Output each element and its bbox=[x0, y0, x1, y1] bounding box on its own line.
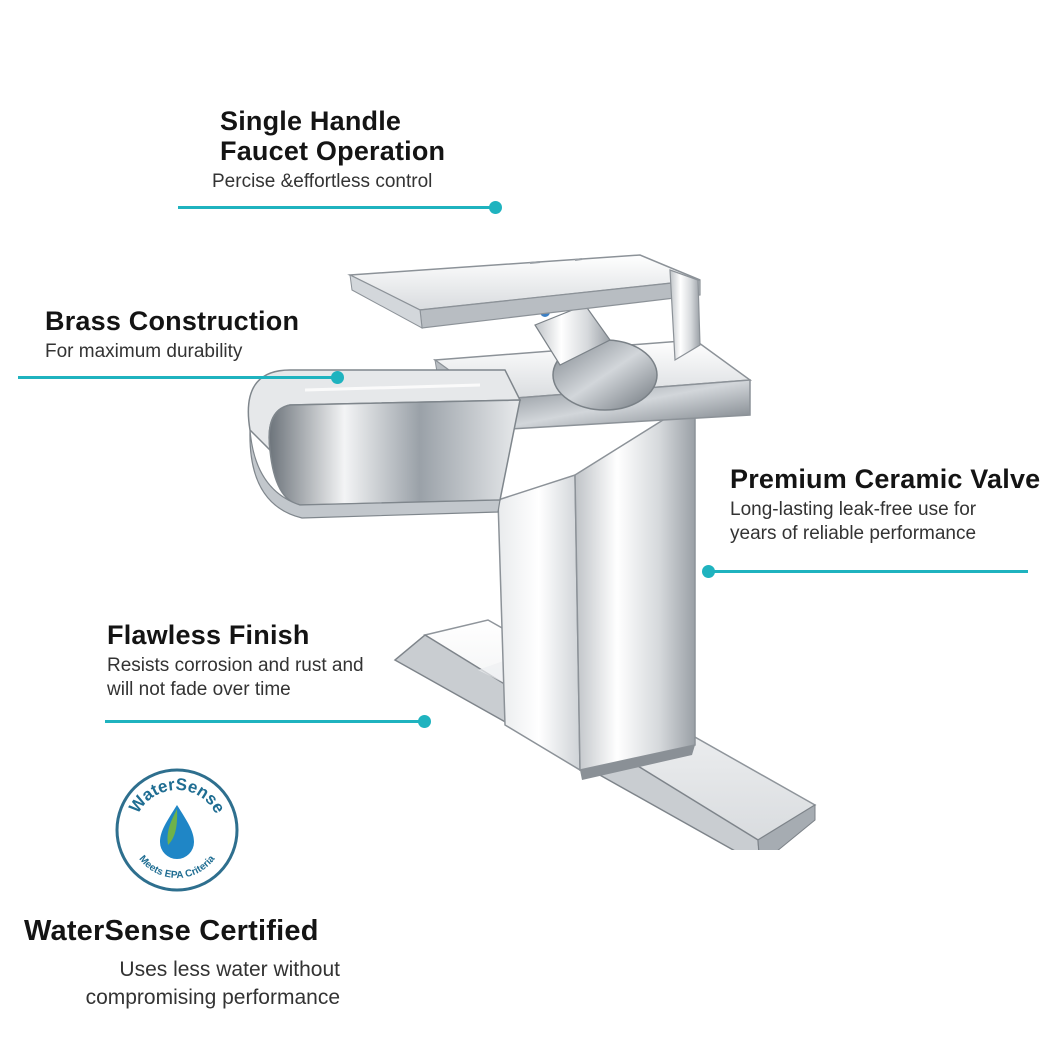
feature-description: will not fade over time bbox=[107, 679, 291, 700]
feature-description: compromising performance bbox=[85, 986, 340, 1009]
feature-title: Flawless Finish bbox=[107, 620, 310, 650]
callout-dot bbox=[489, 201, 502, 214]
callout-line bbox=[706, 570, 1028, 573]
feature-description: Long-lasting leak-free use for bbox=[730, 499, 977, 520]
callout-dot bbox=[331, 371, 344, 384]
feature-title: WaterSense Certified bbox=[24, 915, 319, 947]
callout-dot bbox=[702, 565, 715, 578]
feature-description: Percise &effortless control bbox=[212, 171, 433, 192]
callout-line bbox=[105, 720, 427, 723]
callout-line-ceramic bbox=[702, 565, 1028, 578]
water-drop-leaf-icon bbox=[160, 805, 194, 859]
feature-ceramic-valve: Premium Ceramic Valve Long-lasting leak-… bbox=[730, 464, 1050, 546]
feature-title: Single Handle bbox=[220, 106, 402, 136]
feature-flawless-finish: Flawless Finish Resists corrosion and ru… bbox=[107, 620, 407, 702]
feature-single-handle: Single Handle Faucet Operation Percise &… bbox=[212, 106, 532, 194]
feature-description: Resists corrosion and rust and bbox=[107, 655, 364, 676]
feature-title: Faucet Operation bbox=[220, 136, 446, 166]
waterfall-faucet-icon bbox=[247, 254, 817, 850]
callout-line bbox=[178, 206, 498, 209]
feature-title: Premium Ceramic Valve bbox=[730, 464, 1041, 494]
feature-description: For maximum durability bbox=[45, 341, 243, 362]
callout-line-brass bbox=[18, 371, 344, 384]
callout-line-finish bbox=[105, 715, 431, 728]
callout-line bbox=[18, 376, 340, 379]
feature-watersense: WaterSense Certified Uses less water wit… bbox=[24, 914, 340, 1012]
feature-description: Uses less water without bbox=[119, 958, 340, 981]
feature-brass: Brass Construction For maximum durabilit… bbox=[45, 306, 365, 364]
watersense-logo: WaterSense Meets EPA Criteria bbox=[115, 768, 239, 892]
callout-dot bbox=[418, 715, 431, 728]
feature-description: years of reliable performance bbox=[730, 523, 977, 544]
callout-line-single-handle bbox=[178, 201, 502, 214]
feature-title: Brass Construction bbox=[45, 306, 300, 336]
